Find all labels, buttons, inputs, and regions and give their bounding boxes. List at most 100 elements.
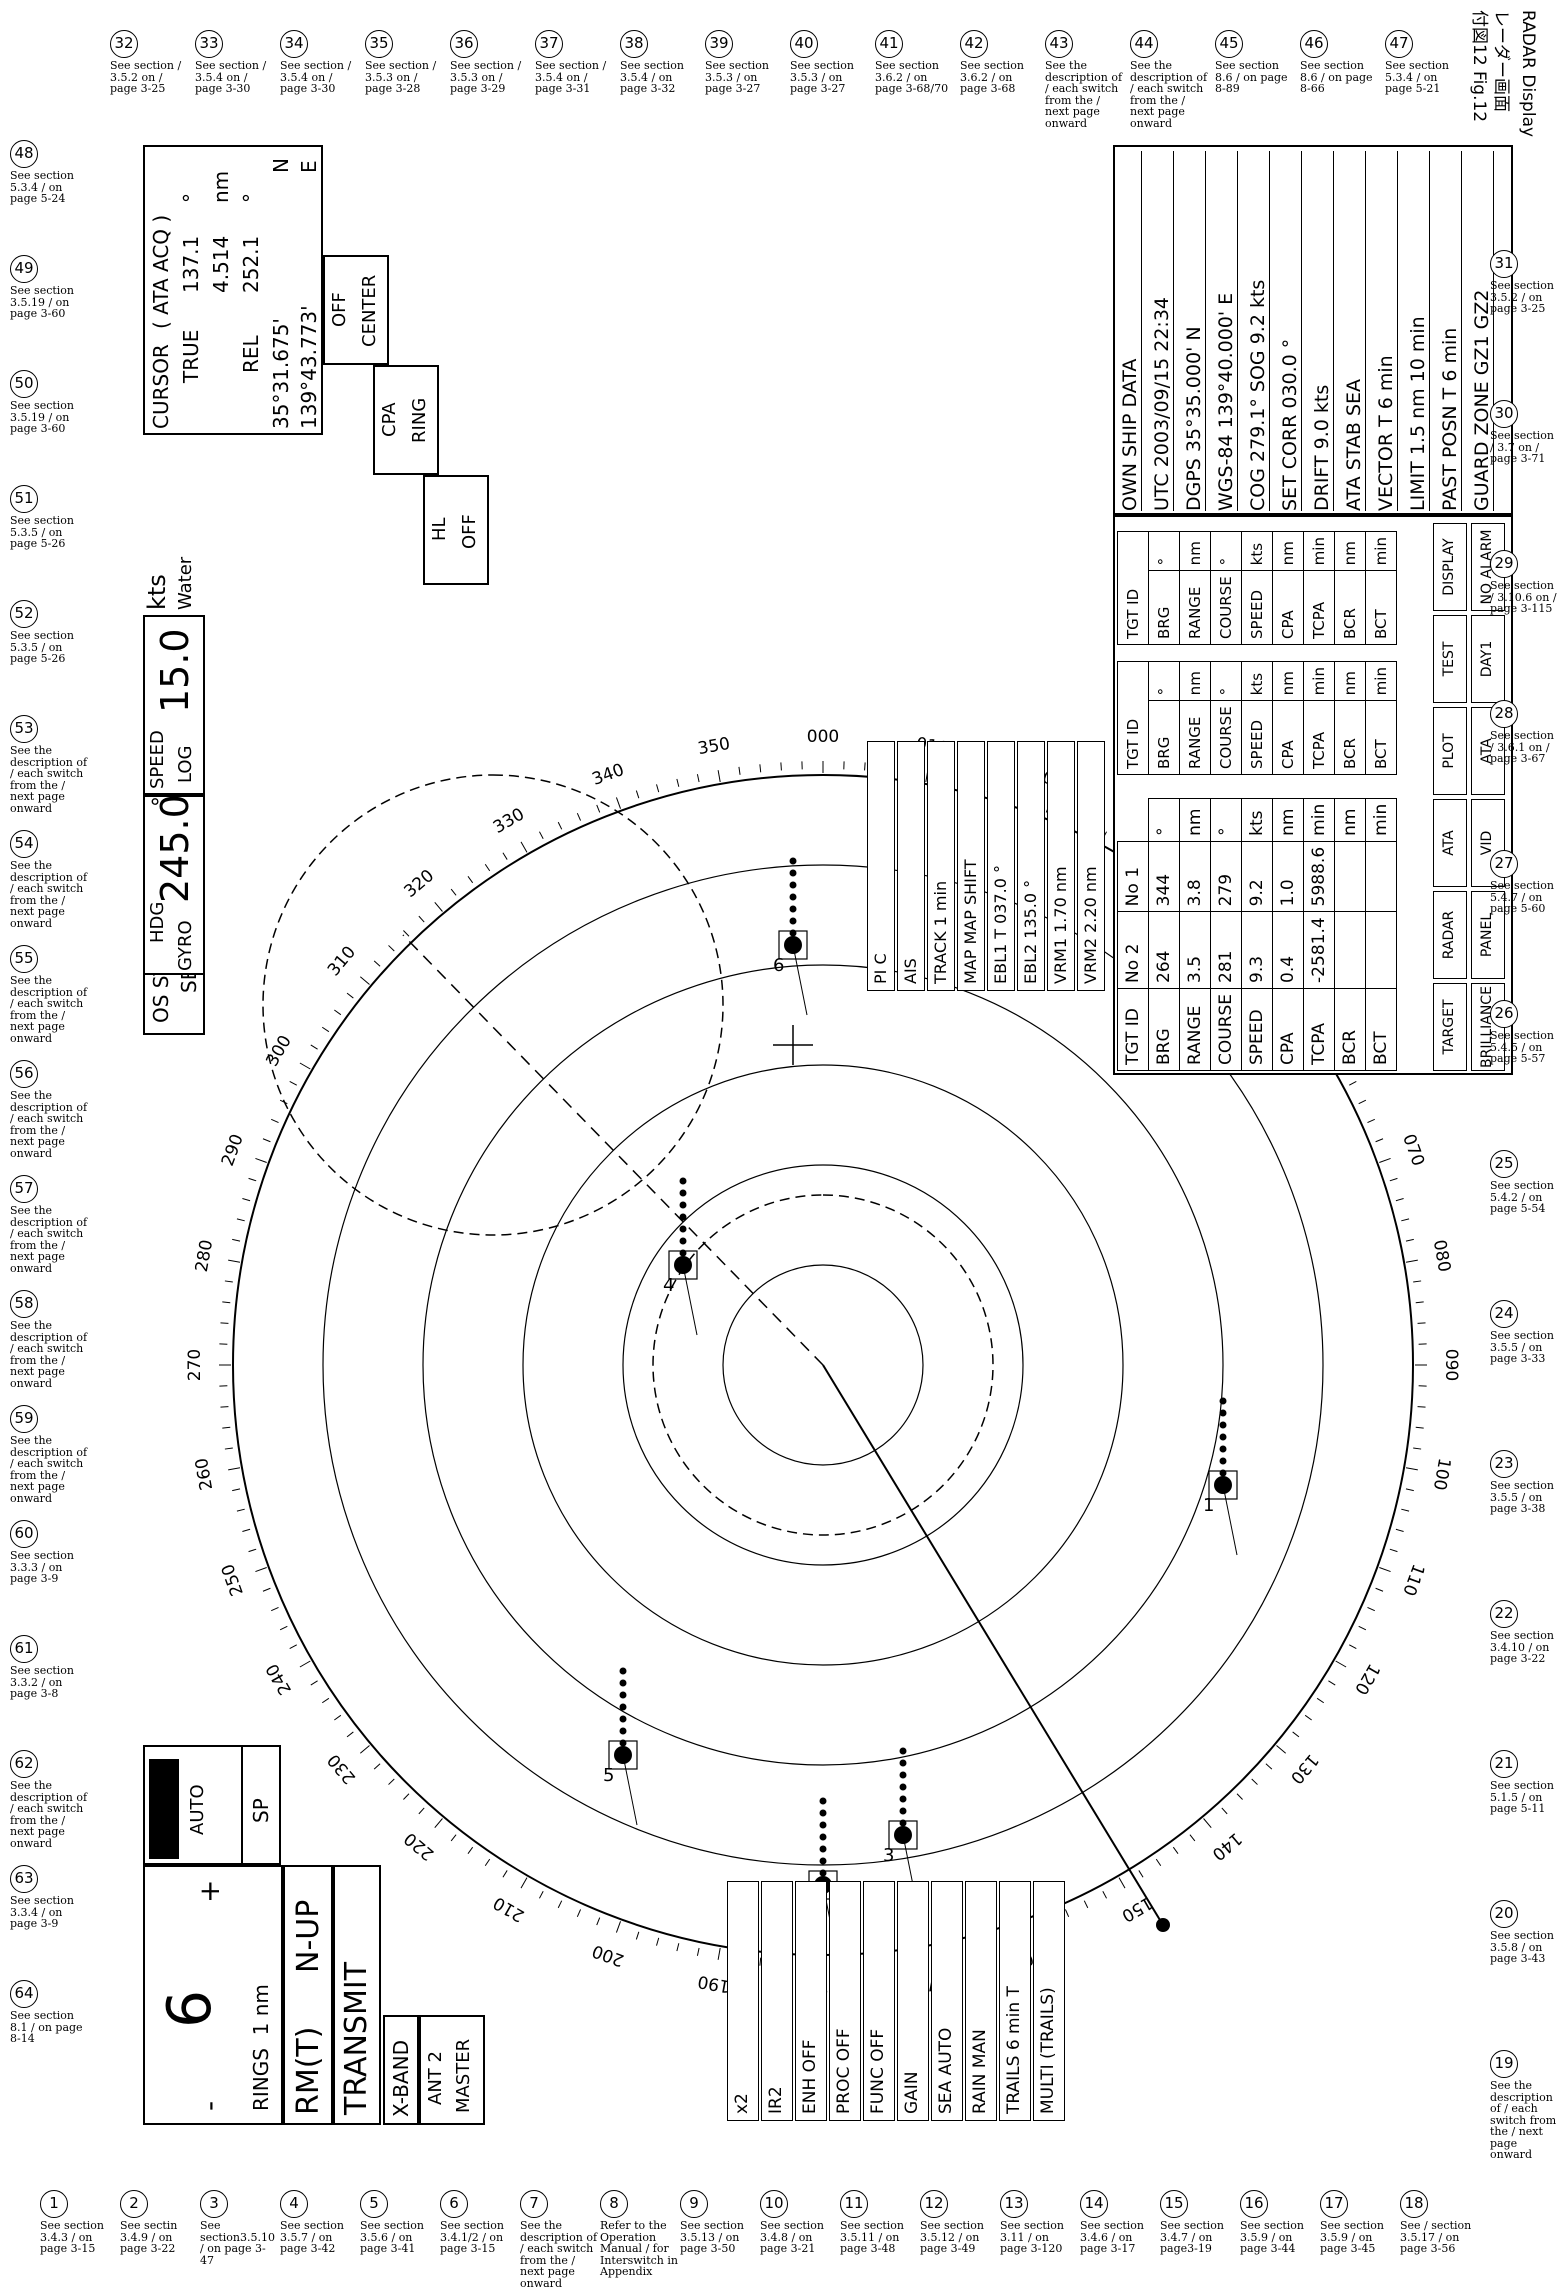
callout-text: See section 3.5.2 / on page 3-25 <box>1490 280 1558 315</box>
target-trail-dot <box>680 1190 687 1197</box>
bearing-tick <box>485 1859 489 1866</box>
callout-number: 58 <box>10 1290 38 1318</box>
callout-text: See section 3.4.6 / on page 3-17 <box>1080 2220 1158 2255</box>
bearing-tick <box>1119 1878 1125 1888</box>
bearing-tick <box>403 1794 409 1800</box>
bearing-tick <box>657 1938 659 1946</box>
hdg-source: GYRO <box>175 920 196 971</box>
hl-off-button[interactable]: HL OFF <box>423 475 489 585</box>
callout-text: See section 3.5.19 / on page 3-60 <box>10 400 88 435</box>
gain-row[interactable]: MULTI (TRAILS) <box>1033 1881 1065 2121</box>
bearing-tick <box>468 1847 473 1853</box>
gain-row[interactable]: ENH OFF <box>795 1881 827 2121</box>
target-head: No 2 <box>1118 912 1149 989</box>
gain-row[interactable]: TRAILS 6 min T <box>999 1881 1031 2121</box>
callout-number: 34 <box>280 30 308 58</box>
menu-button[interactable]: ATA <box>1433 799 1467 887</box>
antenna-box[interactable]: ANT 2 MASTER <box>419 2015 485 2125</box>
hl-off-l1: HL <box>429 517 450 541</box>
bearing-tick <box>263 1139 270 1142</box>
ebl-vrm-row[interactable]: MAP MAP SHIFT <box>957 741 985 991</box>
menu-button[interactable]: DAY1 <box>1471 615 1505 703</box>
ebl-vrm-row[interactable]: VRM1 1.70 nm <box>1047 741 1075 991</box>
off-center-l1: OFF <box>329 292 350 327</box>
menu-button[interactable]: PLOT <box>1433 707 1467 795</box>
cpa-ring-l2: RING <box>409 398 430 443</box>
hdg-value: 245.0 <box>153 795 197 903</box>
target-trail-dot <box>620 1728 627 1735</box>
callout-text: See section 3.4.8 / on page 3-21 <box>760 2220 838 2255</box>
range-box[interactable]: - 6 + RINGS 1 nm <box>143 1865 283 2125</box>
callout-number: 5 <box>360 2190 388 2218</box>
callout-number: 10 <box>760 2190 788 2218</box>
motion-mode[interactable]: RM(T) N-UP <box>283 1865 333 2125</box>
gain-row[interactable]: RAIN MAN <box>965 1881 997 2121</box>
master-label: MASTER <box>453 2039 474 2113</box>
cpa-ring-l1: CPA <box>379 402 400 437</box>
ebl-vrm-row[interactable]: VRM2 2.20 nm <box>1077 741 1105 991</box>
menu-button[interactable]: DISPLAY <box>1433 523 1467 611</box>
bearing-tick <box>360 1746 369 1754</box>
bearing-label: 310 <box>324 942 360 980</box>
target-trail-dot <box>790 918 797 925</box>
menu-button[interactable]: TEST <box>1433 615 1467 703</box>
callout-text: See section / 3.5.4 on / page 3-30 <box>195 60 273 95</box>
speed-source: LOG <box>175 745 196 783</box>
bearing-tick <box>539 1891 543 1898</box>
callout-number: 3 <box>200 2190 228 2218</box>
ebl-vrm-row[interactable]: EBL1 T 037.0 ° <box>987 741 1015 991</box>
callout-number: 15 <box>1160 2190 1188 2218</box>
bearing-label: 350 <box>696 734 731 759</box>
bearing-tick <box>322 1027 329 1031</box>
callout-text: See section 3.5.11 / on page 3-48 <box>840 2220 918 2255</box>
rings-label: RINGS 1 nm <box>249 1984 273 2111</box>
bearing-tick <box>558 822 562 829</box>
callout-text: See the description of / each switch fro… <box>520 2220 598 2289</box>
callout-text: See section 8.1 / on page 8-14 <box>10 2010 88 2045</box>
gain-row[interactable]: PROC OFF <box>829 1881 861 2121</box>
range-minus[interactable]: - <box>193 2101 226 2111</box>
ebl-vrm-row[interactable]: PI C <box>867 741 895 991</box>
gain-row[interactable]: SEA AUTO <box>931 1881 963 2121</box>
callout-text: See section 3.5.12 / on page 3-49 <box>920 2220 998 2255</box>
ebl-vrm-row[interactable]: EBL2 135.0 ° <box>1017 741 1045 991</box>
target-head: TGT ID <box>1118 988 1149 1070</box>
cpa-ring-button[interactable]: CPA RING <box>373 365 439 475</box>
bearing-tick <box>1396 1529 1404 1531</box>
target-cell: kts <box>1242 798 1273 841</box>
bearing-tick <box>539 832 543 839</box>
band-box[interactable]: X-BAND <box>383 2015 419 2125</box>
gain-row[interactable]: GAIN <box>897 1881 929 2121</box>
bearing-tick <box>222 1427 230 1428</box>
menu-button[interactable]: RADAR <box>1433 891 1467 979</box>
bearing-tick <box>222 1302 230 1303</box>
bearing-tick <box>263 1588 270 1591</box>
transmit-status[interactable]: TRANSMIT <box>333 1865 381 2125</box>
callout-number: 50 <box>10 370 38 398</box>
callout-number: 31 <box>1490 250 1518 278</box>
bearing-tick <box>558 1901 562 1908</box>
gain-row[interactable]: FUNC OFF <box>863 1881 895 2121</box>
gain-row[interactable]: IR2 <box>761 1881 793 2121</box>
ebl-vrm-row[interactable]: AIS <box>897 741 925 991</box>
target-trail-dot <box>620 1668 627 1675</box>
callout-number: 28 <box>1490 700 1518 728</box>
bearing-tick <box>220 1323 228 1324</box>
callout-text: See section 3.5.3 / on page 3-27 <box>790 60 868 95</box>
target-cell: nm <box>1180 662 1211 701</box>
callout-text: See section 5.3.5 / on page 5-26 <box>10 630 88 665</box>
target-trail-dot <box>1220 1458 1227 1465</box>
bearing-tick <box>739 767 740 775</box>
tune-sp[interactable]: SP <box>241 1745 281 1865</box>
callout-text: See section 5.3.5 / on page 5-26 <box>10 515 88 550</box>
callout-text: See section 5.4.7 / on page 5-60 <box>1490 880 1558 915</box>
ebl-vrm-row[interactable]: TRACK 1 min <box>927 741 955 991</box>
tune-bar[interactable]: AUTO <box>143 1745 243 1865</box>
menu-button[interactable]: TARGET <box>1433 983 1467 1071</box>
range-plus[interactable]: + <box>193 1880 226 1903</box>
gain-row[interactable]: x2 <box>727 1881 759 2121</box>
off-center-button[interactable]: OFF CENTER <box>323 255 389 365</box>
target-cell: 3.5 <box>1180 912 1211 989</box>
antenna-label: ANT 2 <box>425 2051 446 2105</box>
